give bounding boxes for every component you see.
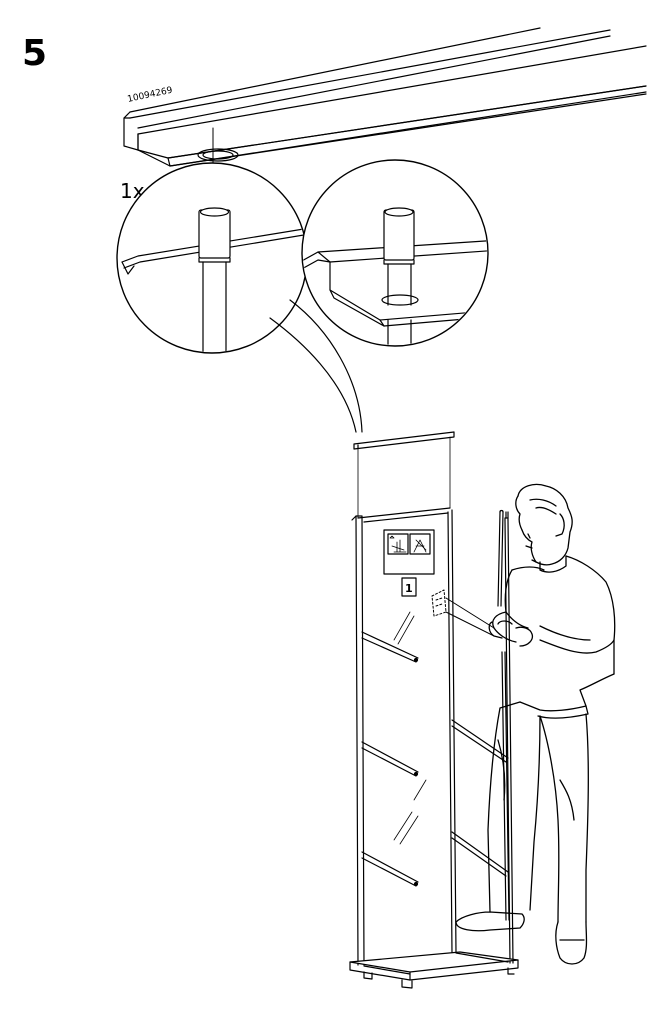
top-rail [123,27,647,167]
cabinet-pole [504,511,509,521]
part-number: 10094269 [127,86,174,105]
detail-circle-right [301,159,489,347]
hand-grip-indicator [431,589,447,617]
callout-pointer [269,299,363,433]
warning-label-number: 1 [405,582,413,595]
cabinet [349,431,519,989]
step-number: 5 [22,33,48,74]
person-figure [455,483,616,965]
detail-circle-left [116,162,308,354]
